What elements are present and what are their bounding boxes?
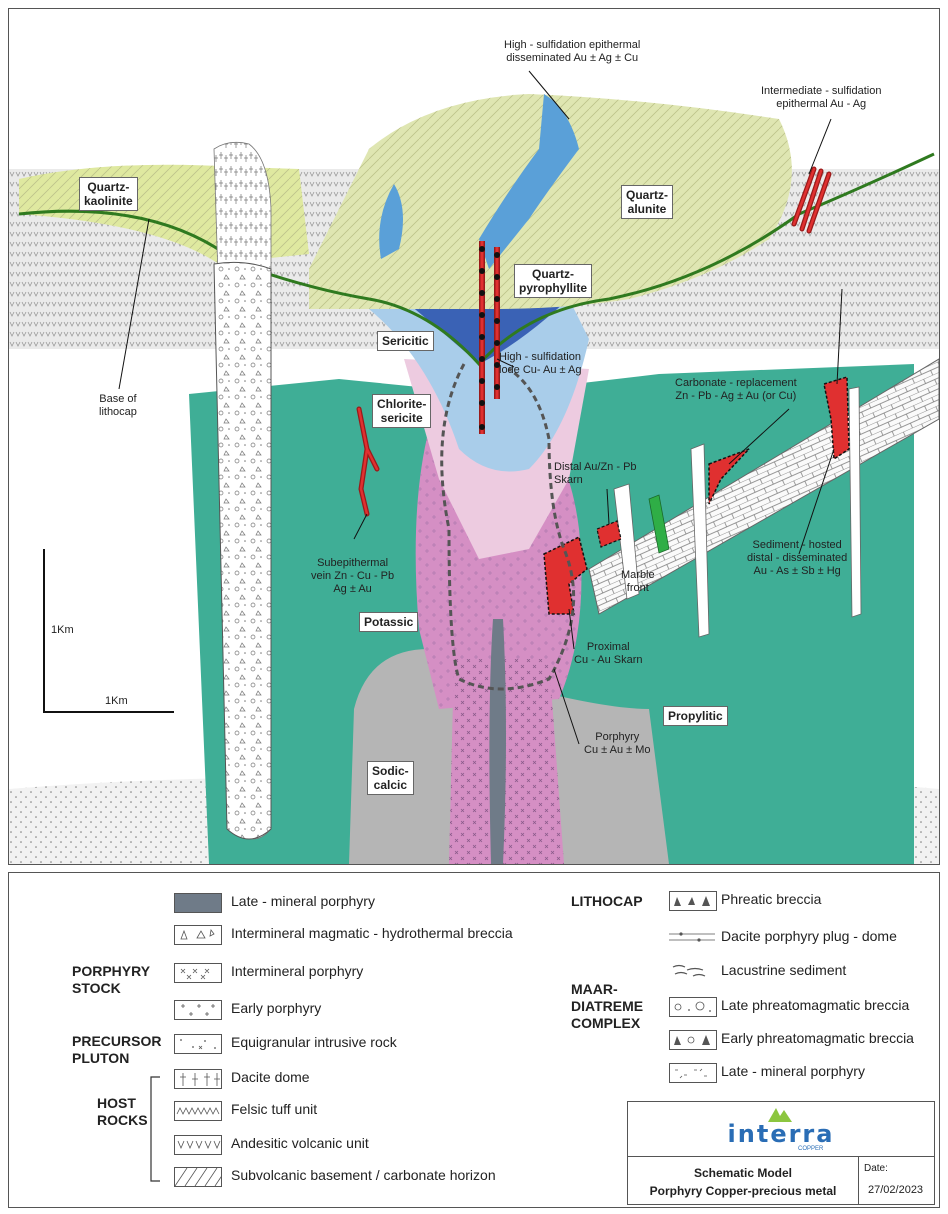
label-base-of-lithocap: Base of lithocap (99, 393, 137, 419)
zone-sericitic: Sericitic (377, 331, 434, 351)
legend-item: Intermineral porphyry (231, 963, 363, 979)
swatch-early-phreatomagmatic (669, 1030, 717, 1050)
swatch-late-mineral-porphyry (174, 893, 222, 913)
legend-panel: Late - mineral porphyry Intermineral mag… (8, 872, 940, 1208)
label-marble-front: Marble front (621, 569, 655, 595)
zone-quartz-pyrophyllite: Quartz- pyrophyllite (514, 264, 592, 298)
title-block: interra COPPER Schematic Model Porphyry … (627, 1101, 935, 1205)
title-line1: Schematic Model (628, 1166, 858, 1180)
scale-vertical-label: 1Km (51, 624, 74, 637)
zone-sodic-calcic: Sodic- calcic (367, 761, 414, 795)
legend-item: Dacite dome (231, 1069, 310, 1085)
cross-section-drawing (9, 9, 939, 864)
date-label: Date: (864, 1163, 888, 1174)
legend-item: Dacite porphyry plug - dome (721, 928, 897, 944)
label-carbonate-replacement: Carbonate - replacement Zn - Pb - Ag ± A… (675, 377, 797, 403)
logo-area: interra COPPER (628, 1102, 934, 1157)
group-porphyry-stock: PORPHYRY STOCK (72, 963, 150, 997)
legend-item: Intermineral magmatic - hydrothermal bre… (231, 925, 513, 941)
legend-item: Late phreatomagmatic breccia (721, 997, 909, 1013)
legend-item: Early porphyry (231, 1000, 321, 1016)
date-value: 27/02/2023 (868, 1184, 923, 1196)
legend-item: Phreatic breccia (721, 891, 821, 907)
legend-item: Andesitic volcanic unit (231, 1135, 369, 1151)
zone-quartz-kaolinite: Quartz- kaolinite (79, 177, 138, 211)
legend-item: Early phreatomagmatic breccia (721, 1030, 914, 1046)
logo-text: interra (628, 1120, 934, 1148)
swatch-dacite-plug (669, 928, 715, 946)
legend-item: Felsic tuff unit (231, 1101, 317, 1117)
label-porphyry-deposit: Porphyry Cu ± Au ± Mo (584, 731, 651, 757)
logo-subtext: COPPER (798, 1146, 823, 1152)
legend-item: Equigranular intrusive rock (231, 1034, 397, 1050)
label-proximal-skarn: Proximal Cu - Au Skarn (574, 641, 642, 667)
legend-item: Late - mineral porphyry (721, 1063, 865, 1079)
title-line2: Porphyry Copper-precious metal (628, 1184, 858, 1198)
group-maar-diatreme: MAAR- DIATREME COMPLEX (571, 981, 643, 1032)
group-host-rocks: HOST ROCKS (97, 1095, 148, 1129)
label-hs-lode: High - sulfidation lode Cu- Au ± Ag (499, 351, 581, 377)
swatch-early-porphyry (174, 1000, 222, 1020)
legend-item: Subvolcanic basement / carbonate horizon (231, 1167, 496, 1183)
zone-propylitic: Propylitic (663, 706, 728, 726)
title-area: Schematic Model Porphyry Copper-precious… (628, 1157, 859, 1204)
swatch-late-phreatomagmatic (669, 997, 717, 1017)
label-subepithermal: Subepithermal vein Zn - Cu - Pb Ag ± Au (311, 557, 394, 596)
label-sediment-hosted: Sediment - hosted distal - disseminated … (747, 539, 847, 578)
zone-chlorite-sericite: Chlorite- sericite (372, 394, 431, 428)
label-distal-skarn: Distal Au/Zn - Pb Skarn (554, 461, 637, 487)
zone-potassic: Potassic (359, 612, 418, 632)
group-precursor-pluton: PRECURSOR PLUTON (72, 1033, 161, 1067)
swatch-andesitic-volcanic (174, 1135, 222, 1155)
geological-cross-section: High - sulfidation epithermal disseminat… (8, 8, 940, 865)
swatch-intermineral-porphyry (174, 963, 222, 983)
swatch-equigranular-intrusive (174, 1034, 222, 1054)
legend-item: Lacustrine sediment (721, 962, 846, 978)
label-is-epithermal: Intermediate - sulfidation epithermal Au… (761, 85, 881, 111)
swatch-lacustrine-sediment (669, 962, 715, 980)
group-lithocap: LITHOCAP (571, 893, 643, 910)
swatch-intermineral-breccia (174, 925, 222, 945)
scale-horizontal-label: 1Km (105, 695, 128, 708)
legend-item: Late - mineral porphyry (231, 893, 375, 909)
swatch-dacite-dome (174, 1069, 222, 1089)
label-hs-epithermal: High - sulfidation epithermal disseminat… (504, 39, 640, 65)
host-rocks-bracket (147, 1075, 161, 1185)
swatch-felsic-tuff (174, 1101, 222, 1121)
zone-quartz-alunite: Quartz- alunite (621, 185, 673, 219)
swatch-late-mineral-porphyry-2 (669, 1063, 717, 1083)
swatch-subvolcanic-basement (174, 1167, 222, 1187)
swatch-phreatic-breccia (669, 891, 717, 911)
